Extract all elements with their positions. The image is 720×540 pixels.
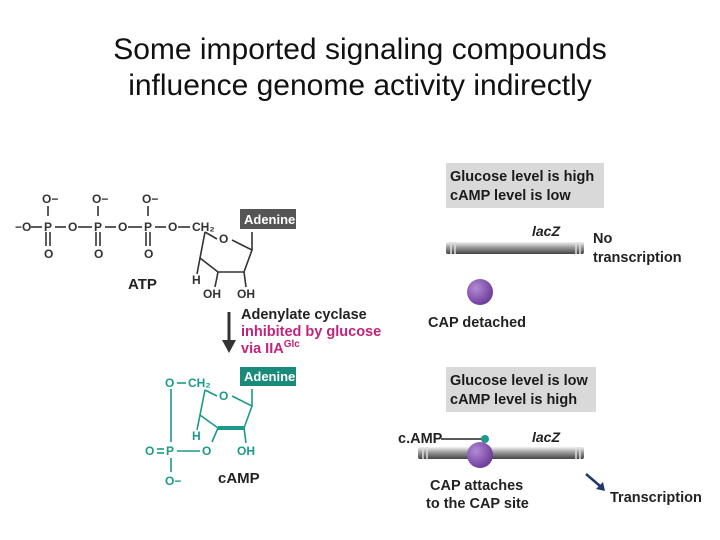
atp-o-bottom-1: O <box>44 247 53 261</box>
title-line-1: Some imported signaling compounds <box>113 33 607 66</box>
enzyme-via: via IIA <box>241 341 284 357</box>
panel-high-cap: CAP detached <box>428 315 526 331</box>
atp-minus-o: −O <box>15 220 31 234</box>
panel-low-box <box>446 367 596 412</box>
enzyme-line-3: via IIAGlc <box>241 339 300 357</box>
panel-high-result-2: transcription <box>593 250 682 266</box>
atp-o-3: O <box>168 220 177 234</box>
atp-bonds <box>31 206 253 288</box>
atp-adenine-tag-bg <box>240 209 296 229</box>
camp-o-ch2-o: O <box>165 376 174 390</box>
dna-strand-high <box>446 242 584 254</box>
camp-label: cAMP <box>218 470 260 487</box>
camp-p: P <box>166 444 174 458</box>
atp-p-2: P <box>94 220 102 234</box>
panel-low-gene: lacZ <box>532 429 560 445</box>
atp-label: ATP <box>128 276 157 293</box>
dna-strand-low <box>418 447 584 459</box>
reaction-arrow <box>222 312 236 353</box>
camp-oh: OH <box>237 444 255 458</box>
panel-high-line-1: Glucose level is high <box>450 169 594 185</box>
atp-p-3: P <box>144 220 152 234</box>
atp-o-minus-1: O− <box>42 192 58 206</box>
atp-o-bottom-3: O <box>144 247 153 261</box>
panel-low-line-2: cAMP level is high <box>450 392 577 408</box>
panel-high-gene: lacZ <box>532 223 560 239</box>
panel-low-cap-2: to the CAP site <box>426 496 529 512</box>
panel-low-result: Transcription <box>610 490 702 506</box>
transcription-arrow <box>585 473 605 491</box>
atp-ch2: CH₂ <box>192 220 215 234</box>
camp-ch2: CH₂ <box>188 376 211 390</box>
enzyme-line-2: inhibited by glucose <box>241 324 381 340</box>
panel-low-cap-1: CAP attaches <box>430 478 523 494</box>
panel-high-result-1: No <box>593 231 612 247</box>
cap-protein-attached <box>467 442 493 468</box>
atp-structure: O− O− O− −O P O P O P O CH₂ O O O O H OH… <box>15 192 255 301</box>
panel-high-box <box>446 163 604 208</box>
slide-title: Some imported signaling compounds influe… <box>0 32 720 104</box>
camp-adenine-tag-bg <box>240 367 296 386</box>
enzyme-sup: Glc <box>284 339 301 350</box>
panel-low-line-1: Glucose level is low <box>450 373 589 389</box>
atp-o-minus-2: O− <box>92 192 108 206</box>
camp-structure: O CH₂ O H O OH P O O− <box>145 376 255 488</box>
atp-o-minus-3: O− <box>142 192 158 206</box>
title-line-2: influence genome activity indirectly <box>128 69 592 102</box>
atp-o-1: O <box>68 220 77 234</box>
camp-dot <box>481 435 489 443</box>
atp-oh-2: OH <box>237 287 255 301</box>
panel-low-camp: c.AMP <box>398 431 443 447</box>
enzyme-line-1: Adenylate cyclase <box>241 307 367 323</box>
panel-high-line-2: cAMP level is low <box>450 188 571 204</box>
camp-h: H <box>192 429 201 443</box>
cap-protein-detached <box>467 279 493 305</box>
camp-adenine-label: Adenine <box>244 369 295 384</box>
camp-o-left: O <box>145 444 154 458</box>
atp-p-1: P <box>44 220 52 234</box>
atp-h: H <box>192 273 201 287</box>
camp-o-bottom: O <box>202 444 211 458</box>
atp-ring-o: O <box>219 232 228 246</box>
atp-oh-1: OH <box>203 287 221 301</box>
camp-o-minus: O− <box>165 474 181 488</box>
atp-o-bottom-2: O <box>94 247 103 261</box>
atp-adenine-label: Adenine <box>244 212 295 227</box>
camp-ring-o: O <box>219 389 228 403</box>
atp-o-2: O <box>118 220 127 234</box>
